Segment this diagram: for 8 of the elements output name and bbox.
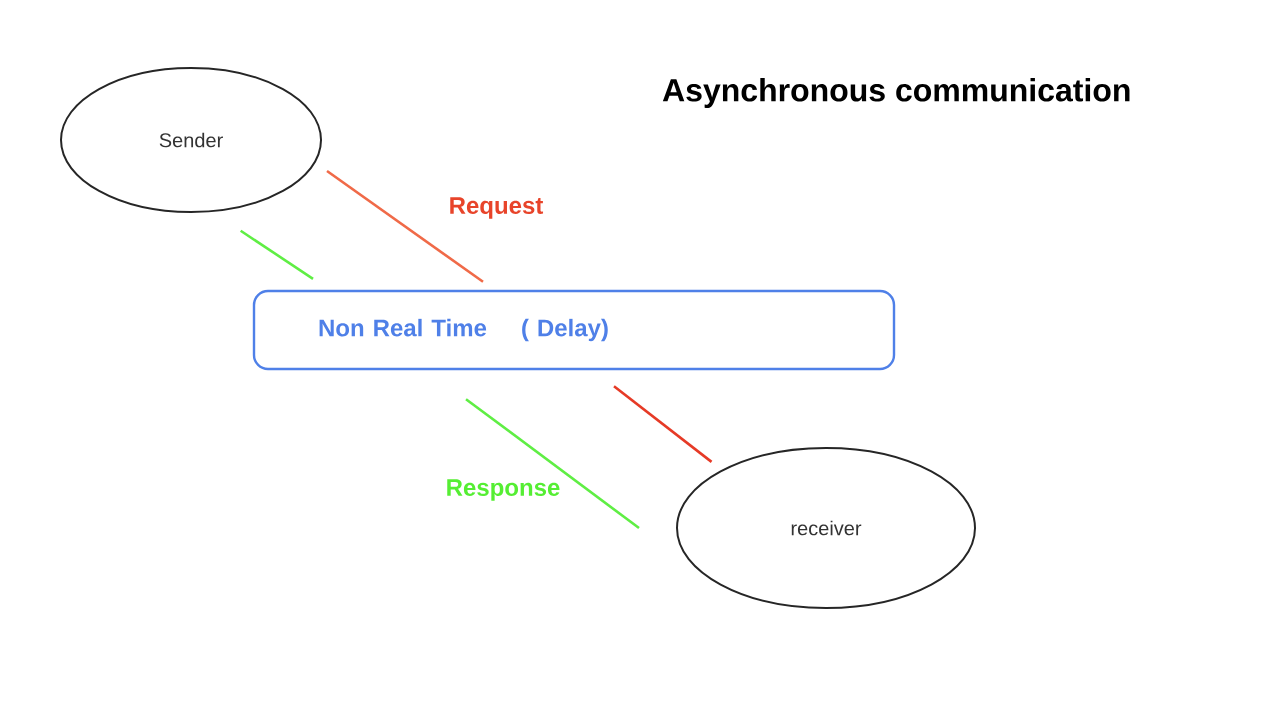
edge-label: Response xyxy=(447,479,560,501)
title: Asynchronous communication xyxy=(662,78,1130,108)
connector-line xyxy=(239,229,314,280)
rounded-box: Non Real Time ( Delay) xyxy=(252,289,896,371)
edge-label: Request xyxy=(450,197,544,219)
connector-line xyxy=(465,398,640,530)
connector-line xyxy=(613,385,713,463)
connector-line xyxy=(326,169,484,283)
